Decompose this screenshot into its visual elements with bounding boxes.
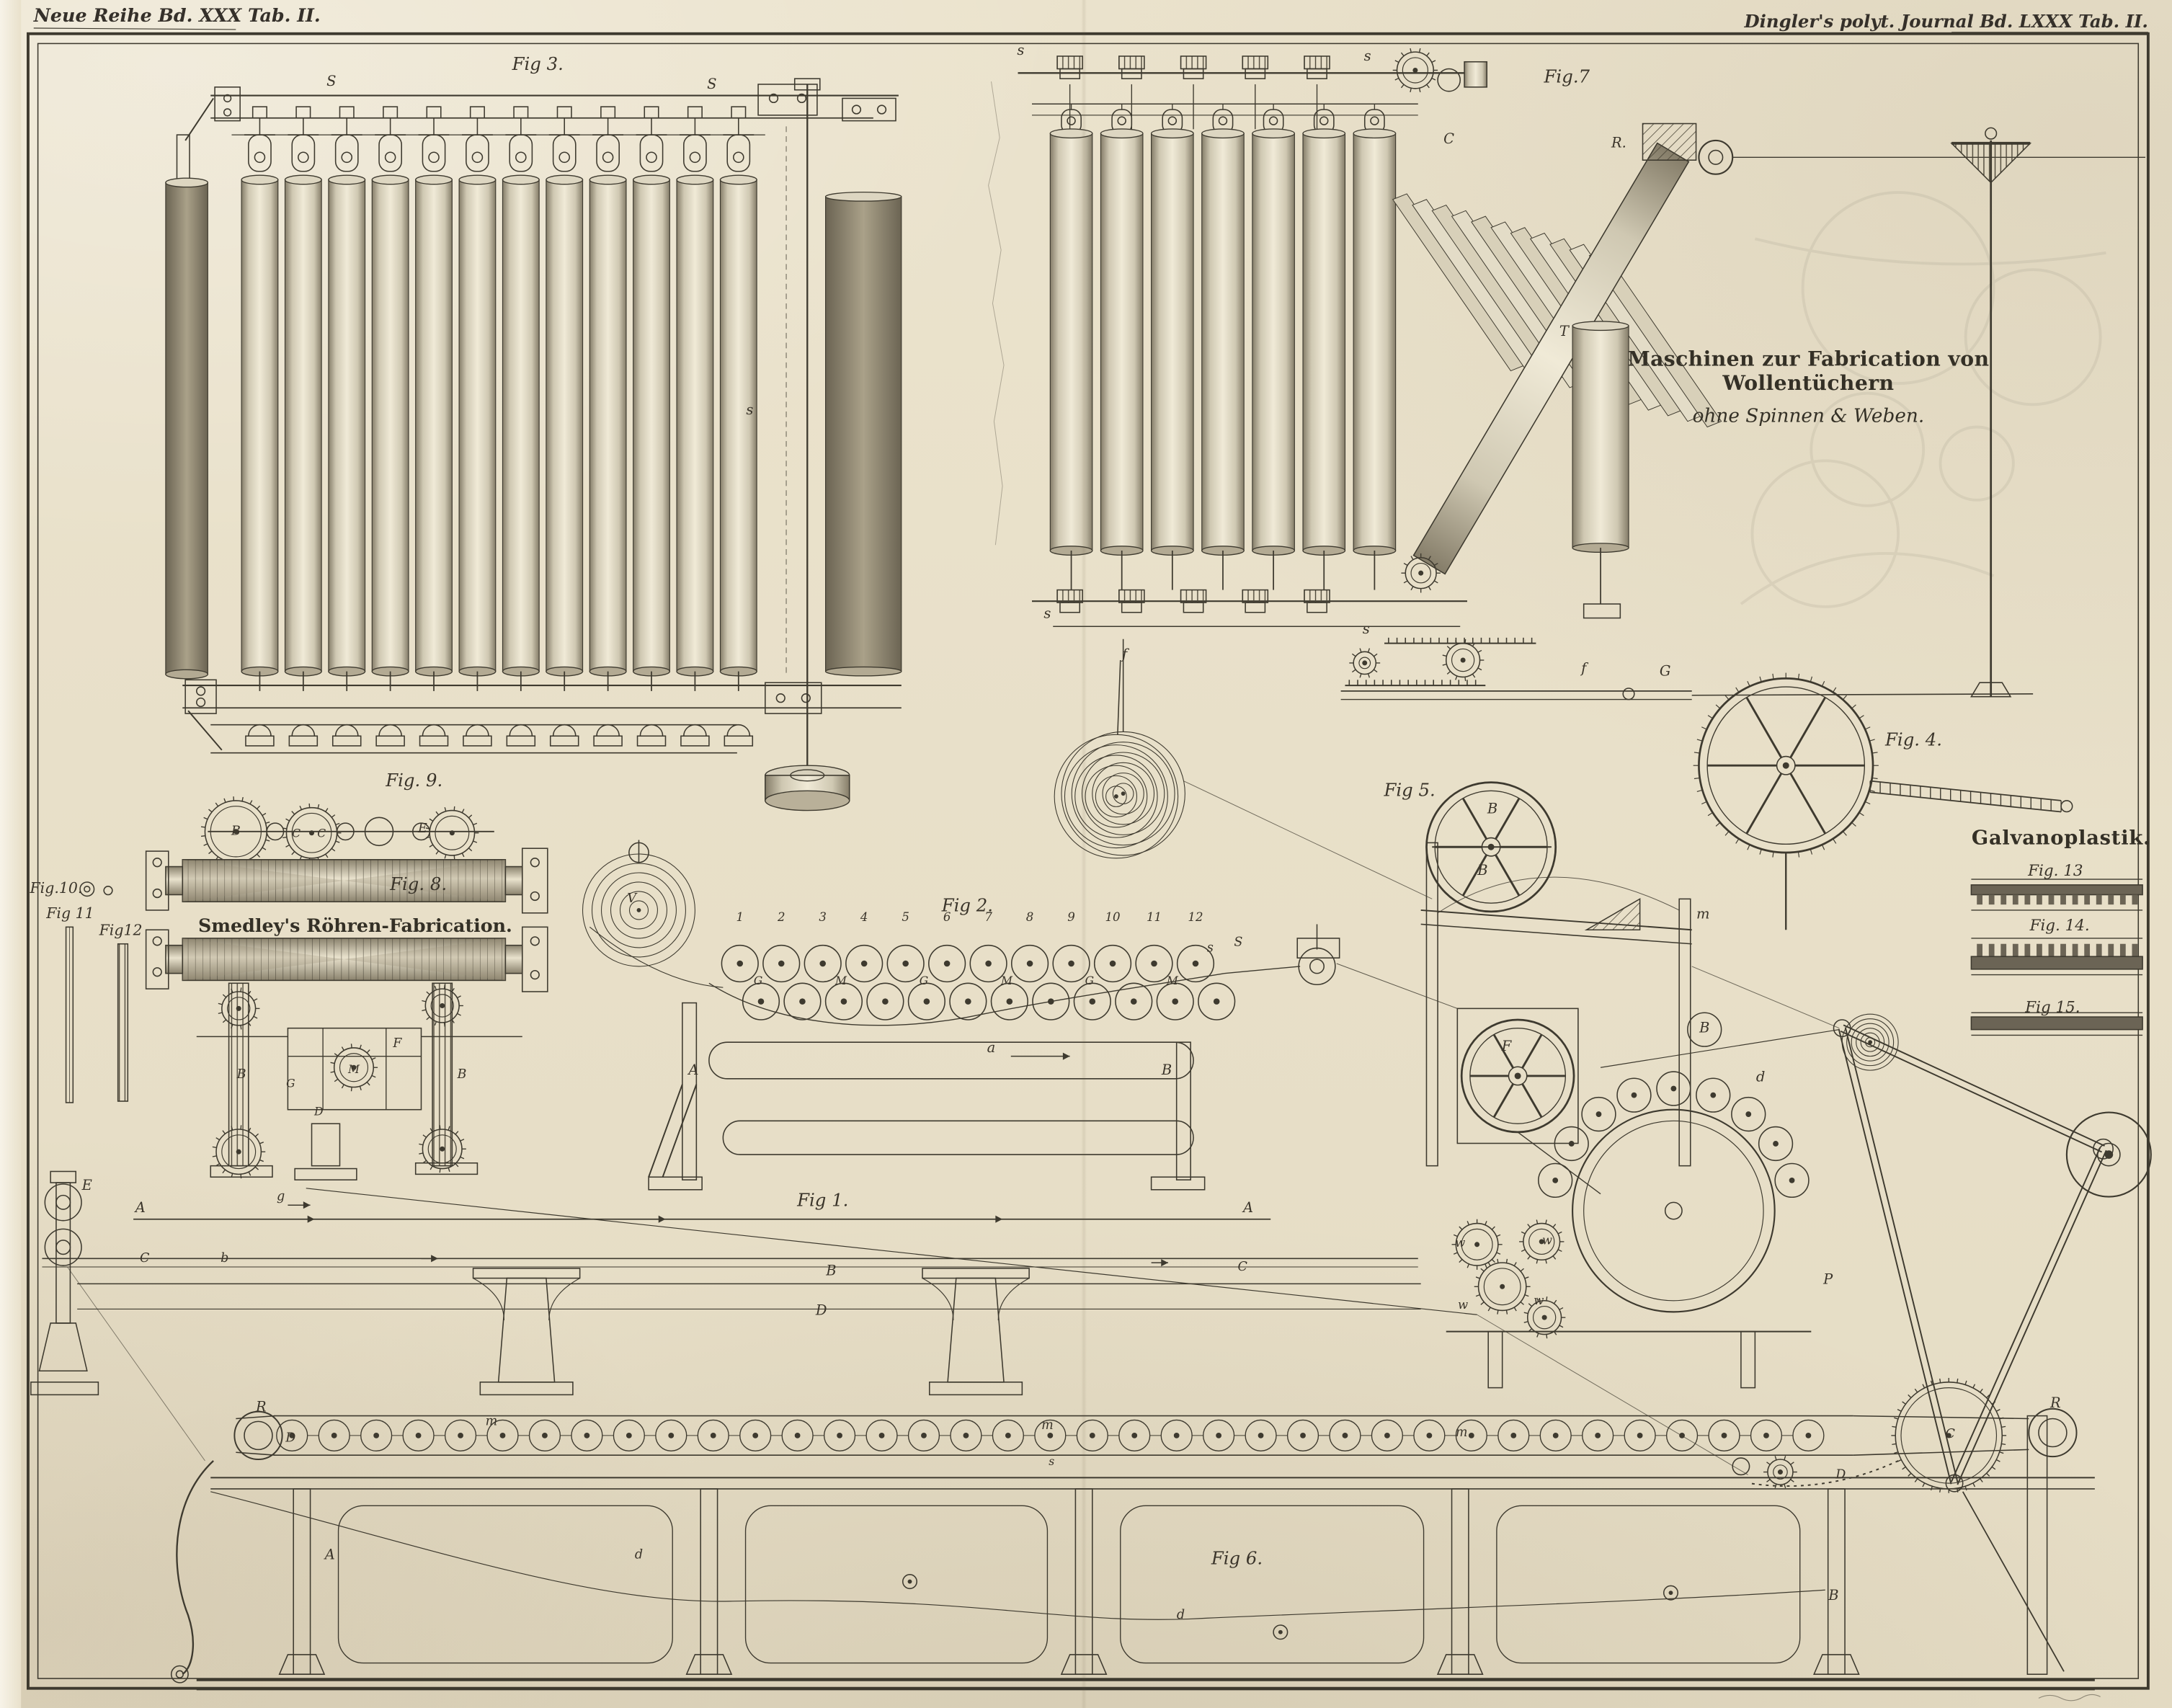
fig3-machine	[165, 78, 902, 811]
smedley-fig9-gears	[200, 796, 494, 867]
fig10-11-12-parts	[65, 881, 129, 1103]
fig7-machine	[988, 48, 2146, 899]
right-drive-assembly	[1477, 1019, 2152, 1493]
smedley-fig8-gear-frame	[196, 982, 522, 1209]
smedley-fig8-rollers	[145, 848, 548, 992]
fig1-long-frame	[30, 1170, 1477, 1462]
fig2-roller-train	[582, 660, 1458, 1191]
galvanoplastik-moulds	[1970, 879, 2143, 1036]
fig6-bottom-machine	[170, 1407, 2095, 1691]
fig4-wheel	[1693, 672, 2073, 930]
paper-fold-crease	[1081, 0, 1087, 1708]
fig5-machine	[1420, 781, 1899, 1389]
show-through-ghosts	[1740, 191, 2106, 608]
plate-border	[27, 27, 2150, 1702]
page-edge	[0, 0, 22, 1708]
